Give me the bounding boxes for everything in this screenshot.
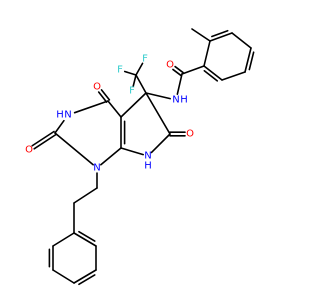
bond-n1-c7a [100, 147, 122, 166]
atom-labels-layer: F F F O N H O O O H N N N H [25, 54, 194, 174]
bond-c5-c6 [145, 92, 171, 135]
bond-b3-b4 [52, 269, 75, 284]
atom-label-f3: F [129, 86, 135, 97]
bond-t2-me [191, 28, 211, 42]
atom-label-f2: F [142, 54, 148, 65]
atom-label-n1: N [93, 163, 100, 174]
bond-c2-o2 [31, 130, 55, 147]
bonds-layer [31, 28, 255, 286]
bond-c6-n7 [150, 133, 171, 154]
atom-label-o-c4: O [93, 82, 101, 93]
atom-label-n-amide-h: H [180, 95, 188, 106]
atom-label-o-amide: O [166, 60, 174, 71]
bond-t6-t1 [203, 65, 223, 81]
bond-b4-b5 [73, 269, 97, 284]
bond-t4-t5-second [248, 51, 255, 71]
bond-n3-c2 [54, 119, 65, 134]
bond-c4-o4 [100, 89, 111, 101]
bond-ca-oa-second [172, 68, 182, 77]
bond-t2-t3 [209, 32, 233, 42]
atom-label-n7: N [144, 151, 151, 162]
bond-ca-oa [174, 65, 184, 74]
atom-label-f1: F [117, 65, 123, 76]
bond-c5-na [145, 92, 171, 100]
bond-t6-t1-second [203, 70, 219, 82]
atom-label-n3-h: H [56, 110, 64, 121]
bond-t4-t5 [244, 47, 252, 73]
bond-n7-c7a [120, 147, 145, 156]
atom-label-n-amide: N [172, 95, 179, 106]
bond-c5-c4a [120, 92, 147, 118]
bond-c2-n1 [54, 132, 94, 166]
bond-ca-t1 [181, 65, 205, 75]
bond-c4-n3 [73, 100, 109, 114]
bond-cf3-f2 [135, 62, 144, 76]
bond-b4-b5-second [78, 274, 96, 286]
bond-b6-b1-second [78, 230, 96, 242]
bond-t2-t3-second [211, 29, 229, 38]
bond-na-ca [176, 73, 183, 95]
bond-cf3-c5 [135, 74, 147, 94]
bond-cf3-f1 [123, 70, 137, 76]
atom-label-n3: N [64, 110, 71, 121]
bond-b1-b2 [52, 232, 75, 247]
bond-t3-t4 [231, 32, 252, 49]
bond-c2-o2-second [33, 133, 57, 150]
atom-label-o-c6: O [186, 129, 194, 140]
atom-label-n7-h: H [144, 161, 152, 172]
bond-c4a-c4 [107, 100, 122, 118]
bond-t5-t6 [221, 71, 246, 81]
bond-t1-t2 [203, 40, 211, 67]
bond-c4-o4-second [97, 91, 108, 103]
molecule-structure-diagram: F F F O N H O O O H N N N H [25, 28, 255, 286]
bond-cf3-f3 [132, 74, 137, 87]
atom-label-o-c2: O [25, 145, 33, 156]
bond-e1-e2 [73, 187, 98, 204]
bond-b6-b1 [73, 232, 97, 247]
